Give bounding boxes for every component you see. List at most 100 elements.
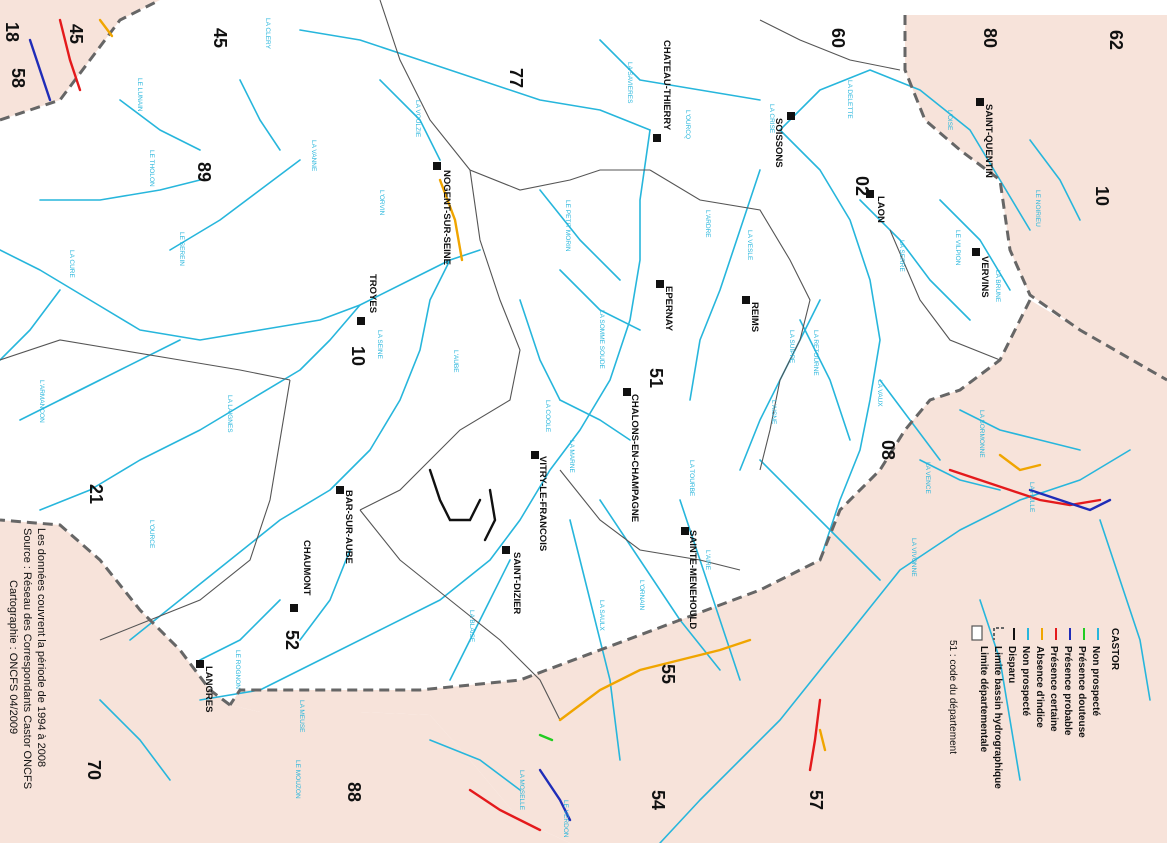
river-label-vanne: LA VANNE bbox=[310, 140, 317, 172]
city-marker-troyes bbox=[357, 317, 365, 325]
river-label-saulx: LA SAULX bbox=[598, 600, 605, 631]
river-tributary-2 bbox=[119, 99, 201, 151]
dept-code-21: 21 bbox=[86, 484, 106, 504]
source-notes: Les données couvrent la période de 1994 … bbox=[7, 528, 47, 789]
legend-swatch-7 bbox=[993, 627, 1004, 640]
river-somme-soude bbox=[559, 269, 641, 331]
river-label-verdon: LE VERDON bbox=[562, 800, 569, 838]
city-marker-laon bbox=[866, 190, 874, 198]
river-label-brune: LA BRUNE bbox=[994, 270, 1001, 303]
city-label-bar-sur-aube: BAR-SUR-AUBE bbox=[343, 490, 354, 564]
city-label-soissons: SOISSONS bbox=[773, 118, 784, 168]
river-serein bbox=[59, 339, 181, 401]
river-label-ardre: L'ARDRE bbox=[704, 210, 711, 238]
castor-status-segments bbox=[28, 18, 1112, 832]
city-marker-chalons bbox=[623, 388, 631, 396]
dept-code-55: 55 bbox=[658, 664, 678, 684]
river-label-serein: LE SEREIN bbox=[178, 232, 185, 266]
dept-code-08: 08 bbox=[878, 440, 898, 460]
river-label-ource: L'OURCE bbox=[148, 520, 155, 549]
river-marne-lower bbox=[299, 29, 651, 131]
segment-nw-absence bbox=[98, 18, 114, 38]
river-tributary-5 bbox=[679, 499, 741, 681]
river-petit-morin bbox=[539, 189, 621, 281]
city-marker-nogent bbox=[433, 162, 441, 170]
river-label-moselle: LA MOSELLE bbox=[518, 770, 525, 811]
city-marker-epernay bbox=[656, 280, 664, 288]
dept-code-70: 70 bbox=[84, 760, 104, 780]
legend-label-4: Absence d'indice bbox=[1034, 646, 1045, 728]
river-vilpion bbox=[939, 199, 1011, 291]
dept-border-2 bbox=[0, 339, 291, 381]
river-label-voulzie: LA VOULZIE bbox=[414, 100, 421, 138]
city-marker-sainte-menehould bbox=[681, 527, 689, 535]
city-marker-saint-dizier bbox=[502, 546, 510, 554]
legend-label-3: Présence certaine bbox=[1048, 646, 1059, 732]
river-tributary-10 bbox=[99, 699, 171, 781]
department-codes: 18 58 45 45 77 60 80 62 89 02 10 10 51 0… bbox=[2, 22, 1126, 810]
dept-border-4 bbox=[359, 169, 521, 511]
dept-code-10: 10 bbox=[348, 346, 368, 366]
department-borders bbox=[0, 0, 1001, 721]
river-blaise bbox=[449, 559, 511, 681]
river-label-laignes: LA LAIGNES bbox=[226, 395, 233, 433]
city-marker-reims bbox=[742, 296, 750, 304]
river-label-armancon: L'ARMANCON bbox=[38, 380, 45, 423]
dept-code-57: 57 bbox=[806, 790, 826, 810]
river-retourne bbox=[799, 319, 851, 441]
dept-border-9 bbox=[759, 19, 901, 71]
river-label-retourne: LA RETOURNE bbox=[812, 330, 819, 376]
river-aire bbox=[759, 459, 881, 581]
city-label-saint-dizier: SAINT-DIZIER bbox=[511, 552, 522, 614]
river-coole bbox=[559, 399, 631, 441]
segment-presence-douteuse bbox=[538, 733, 554, 742]
dept-code-51: 51 bbox=[646, 368, 666, 388]
river-saulx bbox=[569, 519, 621, 761]
legend-label-1: Présence douteuse bbox=[1076, 646, 1087, 738]
dept-code-89: 89 bbox=[194, 162, 214, 182]
city-label-laon: LAON bbox=[875, 196, 886, 223]
river-label-hulle: LA HULLE bbox=[1028, 482, 1035, 513]
segment-se-certaine bbox=[808, 698, 822, 772]
river-label-delette: LA DELETTE bbox=[846, 80, 853, 119]
river-seine-upper bbox=[39, 304, 361, 511]
legend-label-7: Limite bassin hydrographique bbox=[992, 646, 1003, 789]
segment-absence-indice-2 bbox=[438, 178, 464, 262]
dept-code-52: 52 bbox=[282, 630, 302, 650]
segment-se-absence bbox=[818, 728, 827, 752]
river-label-mouzon: LE MOUZON bbox=[294, 760, 301, 799]
city-label-vervins: VERVINS bbox=[979, 256, 990, 298]
river-label-ourcq: L'OURCQ bbox=[684, 110, 691, 139]
outside-area-north-east bbox=[905, 15, 1167, 380]
basin-boundary-east bbox=[228, 299, 1032, 706]
river-label-seine: LA SEINE bbox=[376, 330, 383, 360]
segment-absence-indice-3 bbox=[998, 453, 1042, 472]
river-aube bbox=[129, 259, 451, 641]
river-label-serre: LA SERRE bbox=[898, 240, 905, 272]
river-label-vesle: LA VESLE bbox=[746, 230, 753, 261]
river-label-ornain: L'ORNAIN bbox=[638, 580, 645, 610]
river-vesle bbox=[689, 169, 761, 401]
city-marker-saint-quentin bbox=[976, 98, 984, 106]
city-label-nogent: NOGENT-SUR-SEINE bbox=[441, 170, 452, 265]
dept-code-59: 10 bbox=[1092, 186, 1112, 206]
river-marne bbox=[199, 129, 651, 701]
segment-nw-probable bbox=[28, 38, 52, 102]
river-vaux bbox=[879, 379, 941, 461]
river-tributary-1 bbox=[379, 79, 441, 161]
river-label-sormonne: LA SORMONNE bbox=[978, 410, 985, 458]
dept-code-60: 60 bbox=[828, 28, 848, 48]
outside-area-east bbox=[230, 300, 1167, 843]
river-label-marne: LA MARNE bbox=[568, 440, 575, 474]
segment-presence-probable-2 bbox=[538, 768, 572, 822]
basin-boundary-south bbox=[0, 518, 231, 707]
dept-code-58: 58 bbox=[8, 68, 28, 88]
river-label-aisne: L'AISNE bbox=[770, 400, 777, 425]
dept-code-88: 88 bbox=[344, 782, 364, 802]
dept-code-54: 54 bbox=[648, 790, 668, 810]
river-label-vaux: LA VAUX bbox=[876, 380, 883, 407]
outside-area-north-west bbox=[0, 0, 160, 120]
river-yonne bbox=[39, 179, 201, 201]
